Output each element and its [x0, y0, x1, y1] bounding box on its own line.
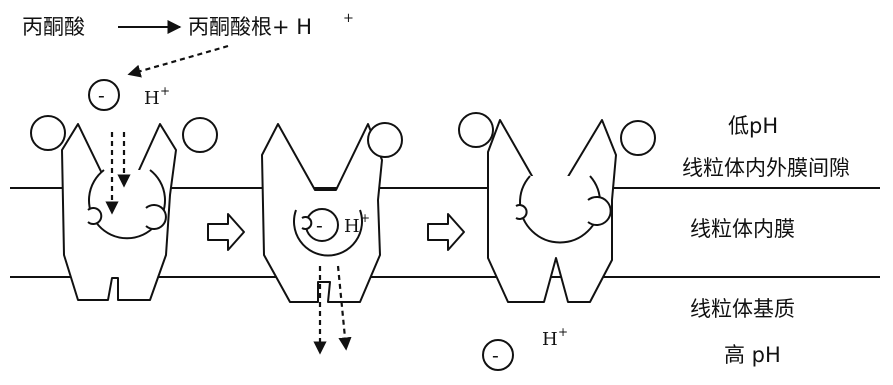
pyruvate-anion-released-sign: - — [492, 343, 499, 367]
matrix-label: 线粒体基质 — [690, 297, 795, 321]
carrier-1-right-knob — [182, 117, 218, 153]
proton-released-sup: + — [558, 325, 568, 339]
reaction-equation: 丙酮酸 丙酮酸根+ H + — [22, 11, 354, 78]
pyruvate-anion-1-sign: - — [98, 83, 105, 107]
pyruvate-anion-released — [482, 339, 514, 371]
high-ph-label: 高 pH — [724, 343, 781, 367]
products-superscript: + — [343, 11, 354, 26]
proton-1-sup: + — [160, 84, 170, 98]
carrier-2-right-knob — [367, 122, 403, 158]
carrier-3-right-site — [587, 196, 612, 226]
carrier-3-right-knob — [620, 120, 656, 156]
intermembrane-space-label: 线粒体内外膜间隙 — [682, 156, 850, 180]
transition-arrow-2 — [427, 213, 465, 251]
reactant-label: 丙酮酸 — [22, 15, 85, 39]
pyruvate-release-arrow — [127, 44, 229, 78]
proton-released: H — [542, 329, 558, 350]
carrier-1-left-knob — [30, 115, 66, 151]
carrier-3-left-knob — [458, 112, 494, 148]
products-label: 丙酮酸根+ H — [188, 15, 312, 39]
pyruvate-anion-2-sign: - — [316, 213, 323, 237]
carrier-1-right-site — [145, 204, 167, 230]
proton-2-sup: + — [360, 211, 370, 225]
proton-1: H — [144, 88, 160, 109]
inner-membrane-label: 线粒体内膜 — [690, 217, 795, 241]
carrier-2-left-site — [301, 216, 313, 230]
region-labels: 低pH 线粒体内外膜间隙 线粒体内膜 线粒体基质 高 pH — [682, 114, 850, 367]
transition-arrow-1 — [207, 213, 245, 251]
carrier-3-left-site — [515, 204, 528, 220]
carrier-state-1: - H + — [30, 79, 218, 301]
carrier-state-2: - H + — [261, 122, 403, 355]
exit-arrow-2b — [336, 265, 352, 351]
proton-2: H — [344, 216, 360, 237]
low-ph-label: 低pH — [728, 114, 778, 138]
carrier-1-pocket — [88, 169, 166, 240]
carrier-state-3 — [458, 112, 656, 303]
pyruvate-anion-1 — [88, 79, 120, 111]
released-ions: H + - — [482, 325, 568, 371]
carrier-1-left-site — [87, 207, 103, 225]
